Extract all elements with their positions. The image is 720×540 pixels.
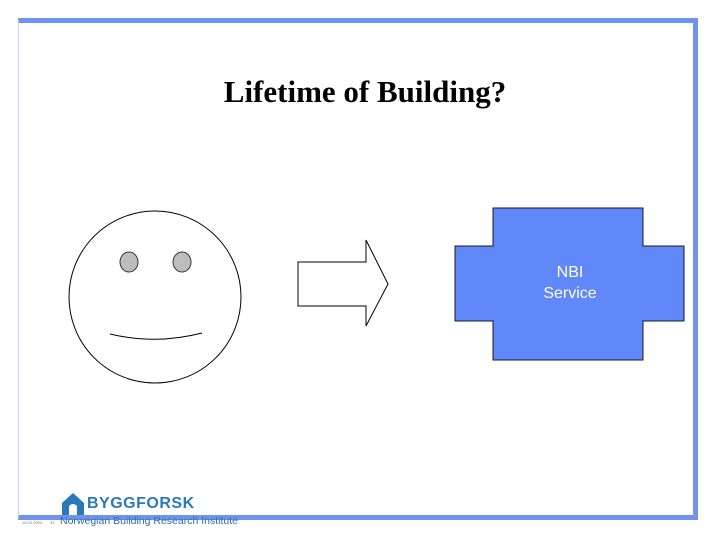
nbi-label-line1: NBI [556, 264, 584, 281]
slide-frame [18, 18, 698, 520]
mouth [109, 332, 203, 340]
smiley-face [68, 210, 242, 384]
right-arrow [297, 239, 389, 327]
logo-subtitle: Norwegian Building Research Institute [60, 515, 239, 527]
byggforsk-logo: BYGGFORSK Norwegian Building Research In… [60, 492, 239, 528]
right-eye [172, 251, 192, 273]
footer-page-number: 33 [50, 520, 55, 525]
nbi-label-line2: Service [543, 285, 597, 302]
nbi-service-label: NBI Service [490, 262, 650, 304]
footer-date: 15.03.2004 [22, 520, 43, 525]
face-outline [68, 210, 242, 384]
logo-name: BYGGFORSK [87, 495, 195, 512]
nbi-service-box [454, 207, 685, 361]
house-logo-icon [62, 493, 84, 515]
slide-title: Lifetime of Building? [223, 74, 507, 109]
left-eye [119, 251, 139, 273]
